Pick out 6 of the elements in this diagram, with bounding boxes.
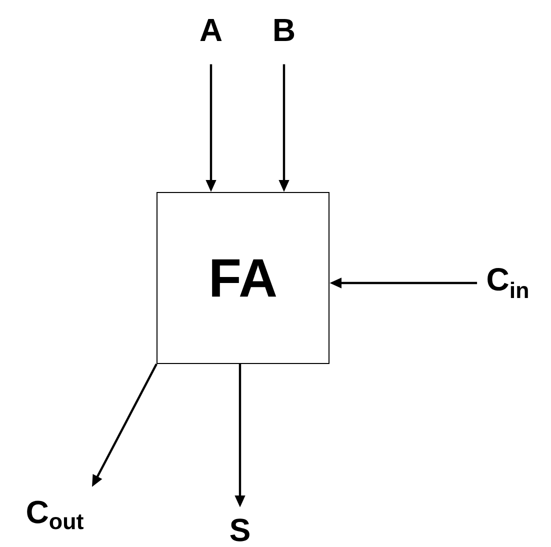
process-box: FA xyxy=(156,192,330,364)
signal-label: B xyxy=(274,19,294,41)
signal-label: S xyxy=(230,518,250,542)
signal-label: C$_{out}$ xyxy=(27,500,84,530)
signal-label: A xyxy=(200,19,222,41)
signal-label: C$_{in}$ xyxy=(488,268,528,298)
